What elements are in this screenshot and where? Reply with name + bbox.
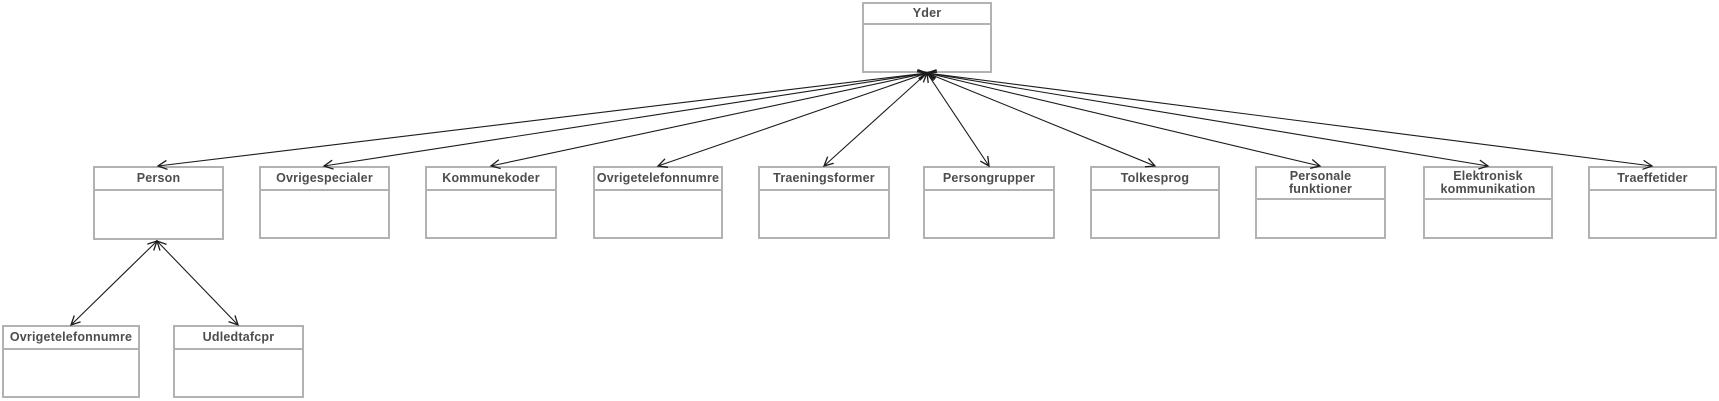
connector-yder-ovrigespecialer: [322, 69, 929, 170]
entity-udledtafcpr-title: Udledtafcpr: [175, 327, 302, 350]
entity-elektronisk-kommunikation[interactable]: Elektronisk kommunikation: [1423, 166, 1553, 239]
entity-kommunekoder-body: [427, 191, 555, 237]
entity-personale-funktioner[interactable]: Personale funktioner: [1255, 166, 1386, 239]
entity-kommunekoder[interactable]: Kommunekoder: [425, 166, 557, 239]
entity-ovrigetelefonnumre[interactable]: Ovrigetelefonnumre: [593, 166, 723, 239]
entity-tolkesprog-body: [1092, 191, 1218, 237]
entity-tolkesprog-label: Tolkesprog: [1120, 171, 1190, 185]
entity-ovrigespecialer-label: Ovrigespecialer: [276, 171, 373, 185]
entity-traeningsformer-label: Traeningsformer: [773, 171, 875, 185]
entity-person-body: [95, 191, 222, 238]
entity-elektronisk-kommunikation-title: Elektronisk kommunikation: [1425, 168, 1551, 200]
entity-persongrupper-body: [925, 191, 1053, 237]
entity-ovrigetelefonnumre-body: [595, 191, 721, 237]
entity-traeningsformer-title: Traeningsformer: [760, 168, 888, 191]
connector-yder-personale-funktioner: [925, 70, 1322, 169]
entity-person-ovrigetelefonnumre-title: Ovrigetelefonnumre: [4, 327, 138, 350]
entity-udledtafcpr-label: Udledtafcpr: [202, 330, 275, 344]
connector-person-udledtafcpr: [155, 239, 240, 327]
entity-udledtafcpr[interactable]: Udledtafcpr: [173, 325, 304, 398]
entity-yder-title: Yder: [864, 4, 990, 25]
entity-traeningsformer-body: [760, 191, 888, 237]
entity-persongrupper-title: Persongrupper: [925, 168, 1053, 191]
connector-yder-traeffetider: [925, 69, 1654, 170]
entity-person[interactable]: Person: [93, 166, 224, 240]
entity-personale-funktioner-body: [1257, 200, 1384, 237]
connector-yder-ovrigetelefonnumre: [656, 71, 929, 168]
entity-yder-body: [864, 25, 990, 71]
entity-personale-funktioner-label: Personale funktioner: [1288, 169, 1353, 196]
entity-elektronisk-kommunikation-label: Elektronisk kommunikation: [1440, 169, 1536, 196]
entity-kommunekoder-title: Kommunekoder: [427, 168, 555, 191]
entity-personale-funktioner-title: Personale funktioner: [1257, 168, 1384, 200]
entity-traeffetider-title: Traeffetider: [1590, 168, 1715, 191]
entity-person-ovrigetelefonnumre[interactable]: Ovrigetelefonnumre: [2, 325, 140, 398]
entity-persongrupper-label: Persongrupper: [942, 171, 1036, 185]
connector-yder-tolkesprog: [925, 71, 1157, 168]
entity-traeffetider[interactable]: Traeffetider: [1588, 166, 1717, 239]
entity-persongrupper[interactable]: Persongrupper: [923, 166, 1055, 239]
connector-person-ovrigetelefonnumre: [69, 239, 159, 327]
connector-yder-traeningsformer: [822, 72, 929, 167]
entity-yder[interactable]: Yder: [862, 2, 992, 73]
connector-yder-persongrupper: [926, 71, 990, 168]
entity-yder-label: Yder: [912, 6, 942, 20]
entity-ovrigespecialer[interactable]: Ovrigespecialer: [259, 166, 390, 239]
entity-ovrigespecialer-body: [261, 191, 388, 237]
entity-person-ovrigetelefonnumre-label: Ovrigetelefonnumre: [9, 330, 133, 344]
connector-yder-kommunekoder: [489, 69, 929, 170]
entity-ovrigetelefonnumre-label: Ovrigetelefonnumre: [596, 171, 720, 185]
entity-traeffetider-body: [1590, 191, 1715, 237]
entity-traeningsformer[interactable]: Traeningsformer: [758, 166, 890, 239]
entity-person-title: Person: [95, 168, 222, 191]
entity-elektronisk-kommunikation-body: [1425, 200, 1551, 237]
entity-kommunekoder-label: Kommunekoder: [442, 171, 540, 185]
entity-tolkesprog-title: Tolkesprog: [1092, 168, 1218, 191]
entity-person-ovrigetelefonnumre-body: [4, 350, 138, 396]
entity-person-label: Person: [136, 171, 181, 185]
entity-tolkesprog[interactable]: Tolkesprog: [1090, 166, 1220, 239]
connector-yder-elektronisk-kommunikation: [925, 69, 1490, 170]
connector-yder-person: [156, 69, 929, 170]
entity-traeffetider-label: Traeffetider: [1617, 171, 1688, 185]
entity-ovrigetelefonnumre-title: Ovrigetelefonnumre: [595, 168, 721, 191]
entity-udledtafcpr-body: [175, 350, 302, 396]
entity-ovrigespecialer-title: Ovrigespecialer: [261, 168, 388, 191]
